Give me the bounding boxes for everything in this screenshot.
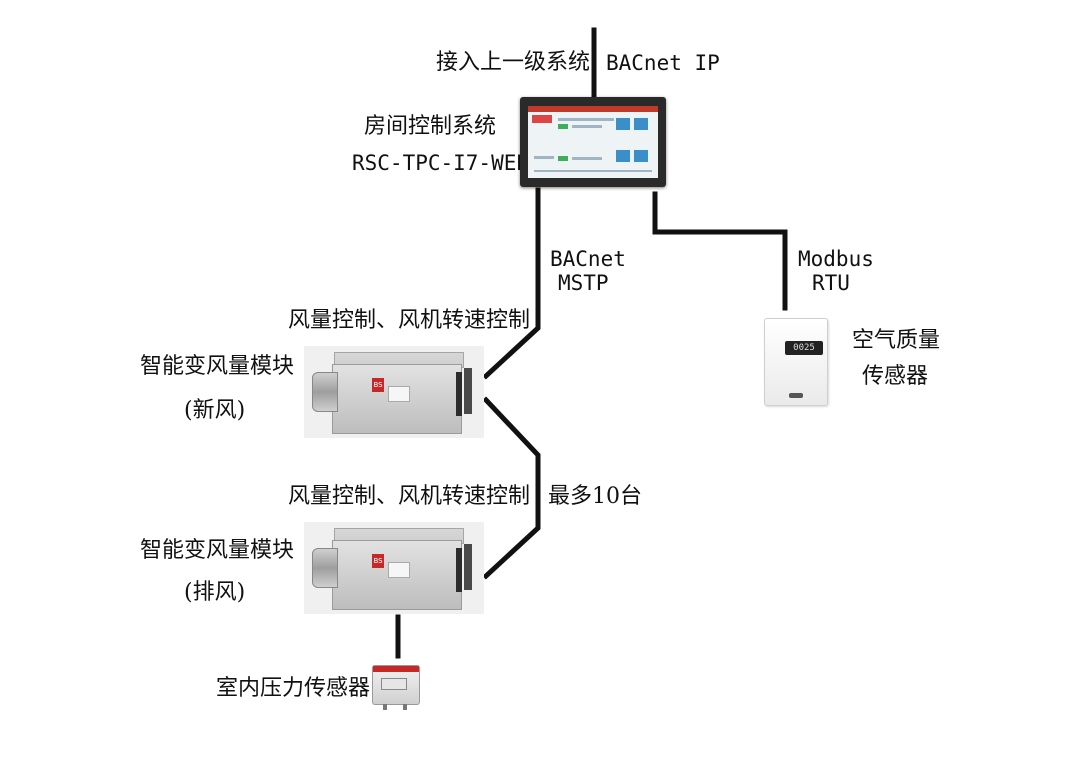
exhaust-vav-unit: BS [304,522,484,614]
room-control-system-label: 房间控制系统 [364,114,497,139]
fresh-module-label-line1: 智能变风量模块 [140,354,295,379]
bacnet-mstp-line [482,187,541,380]
aq-sensor-label-line2: 传感器 [862,364,929,389]
exhaust-control-function-label: 风量控制、风机转速控制 [288,484,531,509]
room-control-touch-panel [520,97,666,187]
touch-panel-screen [528,106,658,178]
exhaust-module-label-line2: (排风) [184,580,246,605]
upper-system-label: 接入上一级系统 [436,50,591,75]
modbus-rtu-label-line1: Modbus [798,247,874,271]
brand-badge: BS [372,378,384,392]
air-quality-sensor: 0025 [764,318,828,406]
air-quality-display: 0025 [785,341,823,355]
fresh-air-vav-unit: BS [304,346,484,438]
pressure-sensor-label: 室内压力传感器 [216,676,371,701]
brand-badge: BS [372,554,384,568]
max-units-label: 最多10台 [548,484,642,509]
exhaust-module-label-line1: 智能变风量模块 [140,538,295,563]
modbus-rtu-line [652,191,788,311]
bacnet-ip-label: BACnet IP [606,51,720,75]
fresh-control-function-label: 风量控制、风机转速控制 [288,308,531,333]
bacnet-mstp-label-line1: BACnet [550,247,626,271]
room-control-model-label: RSC-TPC-I7-WEB [352,151,530,175]
bacnet-mstp-label-line2: MSTP [558,271,609,295]
daisy-chain-line [482,396,541,580]
sensor-logo-icon [789,393,803,398]
fresh-module-label-line2: (新风) [184,398,246,423]
room-pressure-sensor [372,665,420,710]
aq-sensor-label-line1: 空气质量 [852,328,941,353]
modbus-rtu-label-line2: RTU [812,271,850,295]
